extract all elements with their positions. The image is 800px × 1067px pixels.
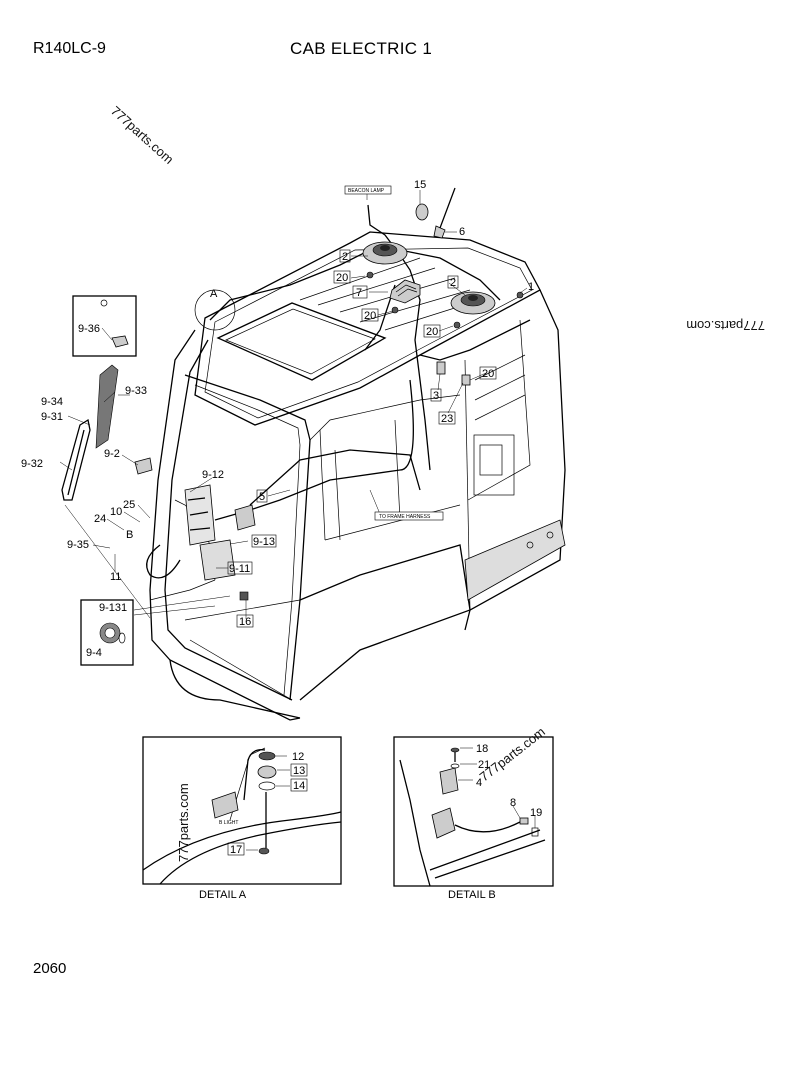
- cab-seal-strip: [61, 364, 119, 501]
- detail-b-callout-4: 4: [476, 777, 482, 789]
- switch-assembly: [146, 484, 256, 601]
- frame-harness-note: TO FRAME HARNESS: [379, 514, 431, 520]
- detail-a-callout-17: 17: [230, 844, 242, 856]
- callout-20c: 20: [426, 326, 438, 338]
- callout-24: 24: [94, 513, 106, 525]
- callout-10: 10: [110, 506, 122, 518]
- callout-20b: 20: [364, 310, 376, 322]
- bracket-9-2: [134, 457, 153, 475]
- detail-b-callout-21: 21: [478, 759, 490, 771]
- view-marker-b: B: [126, 529, 133, 541]
- detail-a-callout-12: 12: [292, 751, 304, 763]
- callout-20d: 20: [482, 368, 494, 380]
- detail-b-callout-19: 19: [530, 807, 542, 819]
- page-title: CAB ELECTRIC 1: [290, 39, 433, 58]
- callout-11: 11: [110, 571, 121, 583]
- callout-9-131: 9-131: [99, 602, 127, 614]
- detail-a-callout-13: 13: [293, 765, 305, 777]
- callout-9-12: 9-12: [202, 469, 224, 481]
- detail-a-callout-14: 14: [293, 780, 305, 792]
- callout-9-33: 9-33: [125, 385, 147, 397]
- view-marker-a: A: [210, 288, 218, 300]
- callout-16: 16: [239, 616, 251, 628]
- antenna: [433, 187, 456, 239]
- room-lamp: [389, 279, 421, 304]
- callout-23: 23: [441, 413, 453, 425]
- callout-9-4: 9-4: [86, 647, 102, 659]
- beacon-cap: [415, 203, 429, 221]
- leader-lines: [59, 190, 528, 619]
- callout-9-31: 9-31: [41, 411, 63, 423]
- light-note: B LIGHT: [219, 820, 238, 826]
- callout-7: 7: [356, 287, 362, 299]
- callout-15: 15: [414, 179, 426, 191]
- callout-9-32: 9-32: [21, 458, 43, 470]
- callout-9-13: 9-13: [253, 536, 275, 548]
- cab-frame: [149, 231, 566, 721]
- detail-b-label: DETAIL B: [448, 889, 496, 901]
- inset-9-131: [80, 595, 231, 666]
- callout-9-11: 9-11: [229, 563, 250, 575]
- detail-a-label: DETAIL A: [199, 889, 247, 901]
- callout-9-36: 9-36: [78, 323, 100, 335]
- callout-9-34: 9-34: [41, 396, 63, 408]
- callout-20a: 20: [336, 272, 348, 284]
- rear-connectors: [436, 361, 471, 386]
- detail-a-circle: [194, 289, 236, 331]
- callout-3: 3: [433, 390, 439, 402]
- beacon-lamp-note: BEACON LAMP: [348, 188, 385, 194]
- detail-b: [393, 736, 554, 887]
- screws: [366, 271, 524, 329]
- watermark-2: 777parts.com: [686, 318, 765, 333]
- detail-b-callout-8: 8: [510, 797, 516, 809]
- watermark-3: 777parts.com: [176, 783, 191, 862]
- detail-a: [142, 736, 342, 885]
- inset-9-36: [72, 295, 137, 357]
- speaker-right: [450, 291, 496, 315]
- callout-9-35: 9-35: [67, 539, 89, 551]
- wiring-harness: [174, 204, 501, 581]
- callout-2a: 2: [342, 251, 348, 263]
- callout-25: 25: [123, 499, 135, 511]
- callout-2b: 2: [450, 277, 456, 289]
- callout-6: 6: [459, 226, 465, 238]
- detail-b-callout-18: 18: [476, 743, 488, 755]
- callout-1: 1: [528, 281, 534, 293]
- callout-5: 5: [259, 491, 265, 503]
- page-number: 2060: [33, 960, 67, 977]
- watermark-1: 777parts.com: [108, 103, 177, 167]
- model-number: R140LC-9: [33, 40, 106, 57]
- callout-9-2: 9-2: [104, 448, 120, 460]
- speaker-left: [362, 241, 408, 265]
